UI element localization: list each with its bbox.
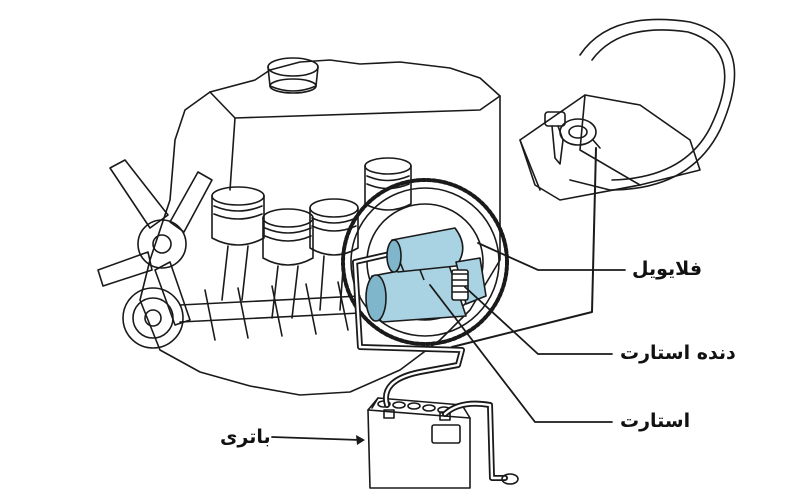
oil-cap-icon	[267, 57, 319, 94]
starter-pinion-gear-icon	[451, 269, 469, 301]
label-battery: باتری	[220, 426, 271, 448]
ground-terminal-icon	[501, 473, 519, 485]
crank-pulley-icon	[122, 287, 184, 349]
engine-block	[139, 59, 501, 396]
battery-icon	[367, 397, 471, 489]
cooling-fan-icon	[97, 159, 213, 326]
leader-line-battery	[271, 436, 361, 441]
ignition-key-icon	[544, 111, 601, 165]
leader-line-flywheel	[477, 242, 626, 271]
label-flywheel: فلایویل	[632, 258, 703, 280]
engine-side-edge	[229, 117, 236, 191]
leader-line-starter	[429, 284, 613, 423]
label-starter: استارت	[620, 410, 691, 432]
ignition-wire	[451, 147, 597, 348]
leader-line-starter-gear	[464, 286, 613, 355]
crankshaft-icon	[179, 281, 361, 341]
label-starter-gear: دنده استارت	[620, 342, 736, 364]
starter-motor-icon	[365, 227, 487, 323]
steering-wheel-icon	[519, 18, 736, 201]
arrowhead-battery	[356, 435, 365, 445]
engine-top-edge	[209, 91, 501, 119]
piston-2-icon	[262, 208, 314, 319]
piston-1-icon	[211, 186, 265, 301]
